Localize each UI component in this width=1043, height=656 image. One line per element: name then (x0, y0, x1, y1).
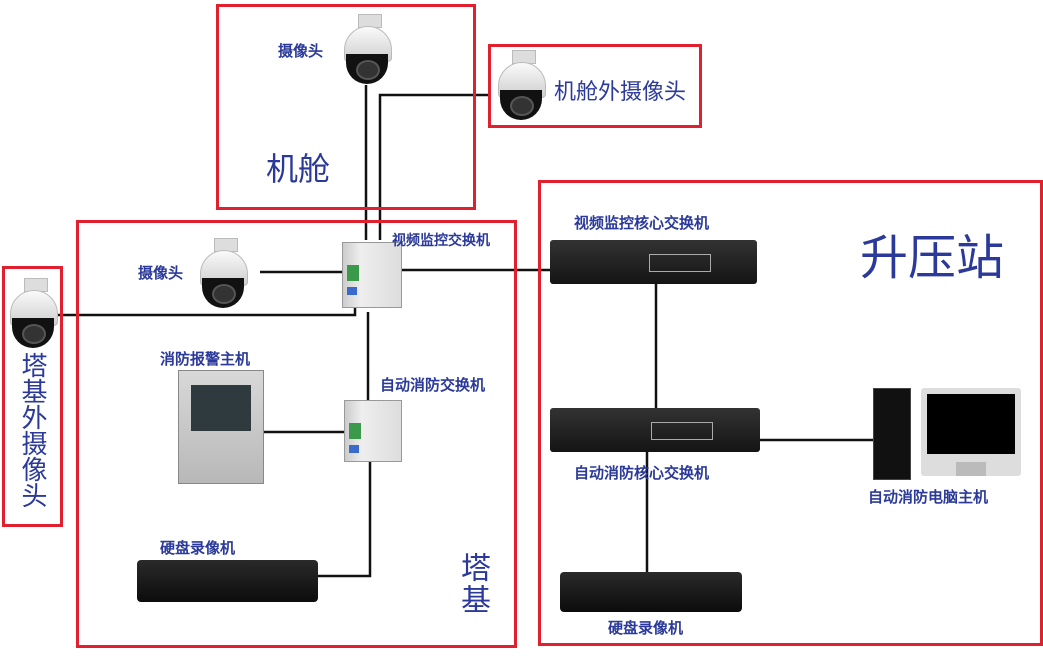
nacelle-camera-label: 摄像头 (278, 42, 324, 60)
nvr-icon (560, 572, 742, 612)
substation-zone (538, 180, 1043, 646)
camera-icon (340, 14, 394, 86)
video-switch-label: 视频监控交换机 (392, 233, 490, 249)
video-core-switch-label: 视频监控核心交换机 (574, 214, 710, 232)
camera-icon (6, 278, 60, 350)
fire-switch-icon (344, 400, 402, 462)
camera-icon (196, 238, 250, 310)
tower-outer-camera-label: 塔基外摄像头 (17, 352, 47, 508)
fire-pc-label: 自动消防电脑主机 (868, 488, 989, 506)
tower-camera-label: 摄像头 (138, 264, 184, 282)
nacelle-outer-camera-zone (488, 44, 702, 128)
video-switch-icon (342, 242, 402, 308)
wire-nacelle-outer-camera (378, 93, 490, 240)
nacelle-zone (216, 4, 476, 210)
wire-fire-switch-nvr (318, 458, 372, 578)
nvr-icon (137, 560, 318, 602)
camera-icon (494, 50, 548, 122)
nacelle-outer-camera-label: 机舱外摄像头 (554, 80, 687, 105)
nacelle-label: 机舱 (266, 150, 331, 188)
pc-tower-icon (873, 388, 911, 480)
tower-base-zone (76, 220, 517, 648)
core-switch-icon (550, 408, 760, 452)
tower-base-label: 塔基 (455, 552, 490, 616)
wire-tower-outer-camera (58, 305, 357, 317)
fire-alarm-host-label: 消防报警主机 (160, 350, 251, 368)
fire-alarm-panel-icon (178, 370, 264, 484)
monitor-icon (921, 388, 1021, 476)
tower-outer-camera-zone (2, 266, 63, 527)
tower-nvr-label: 硬盘录像机 (160, 539, 236, 557)
fire-core-switch-label: 自动消防核心交换机 (574, 464, 710, 482)
fire-switch-label: 自动消防交换机 (380, 376, 486, 394)
substation-nvr-label: 硬盘录像机 (608, 619, 684, 637)
core-switch-icon (550, 240, 757, 284)
substation-label: 升压站 (860, 230, 1005, 286)
